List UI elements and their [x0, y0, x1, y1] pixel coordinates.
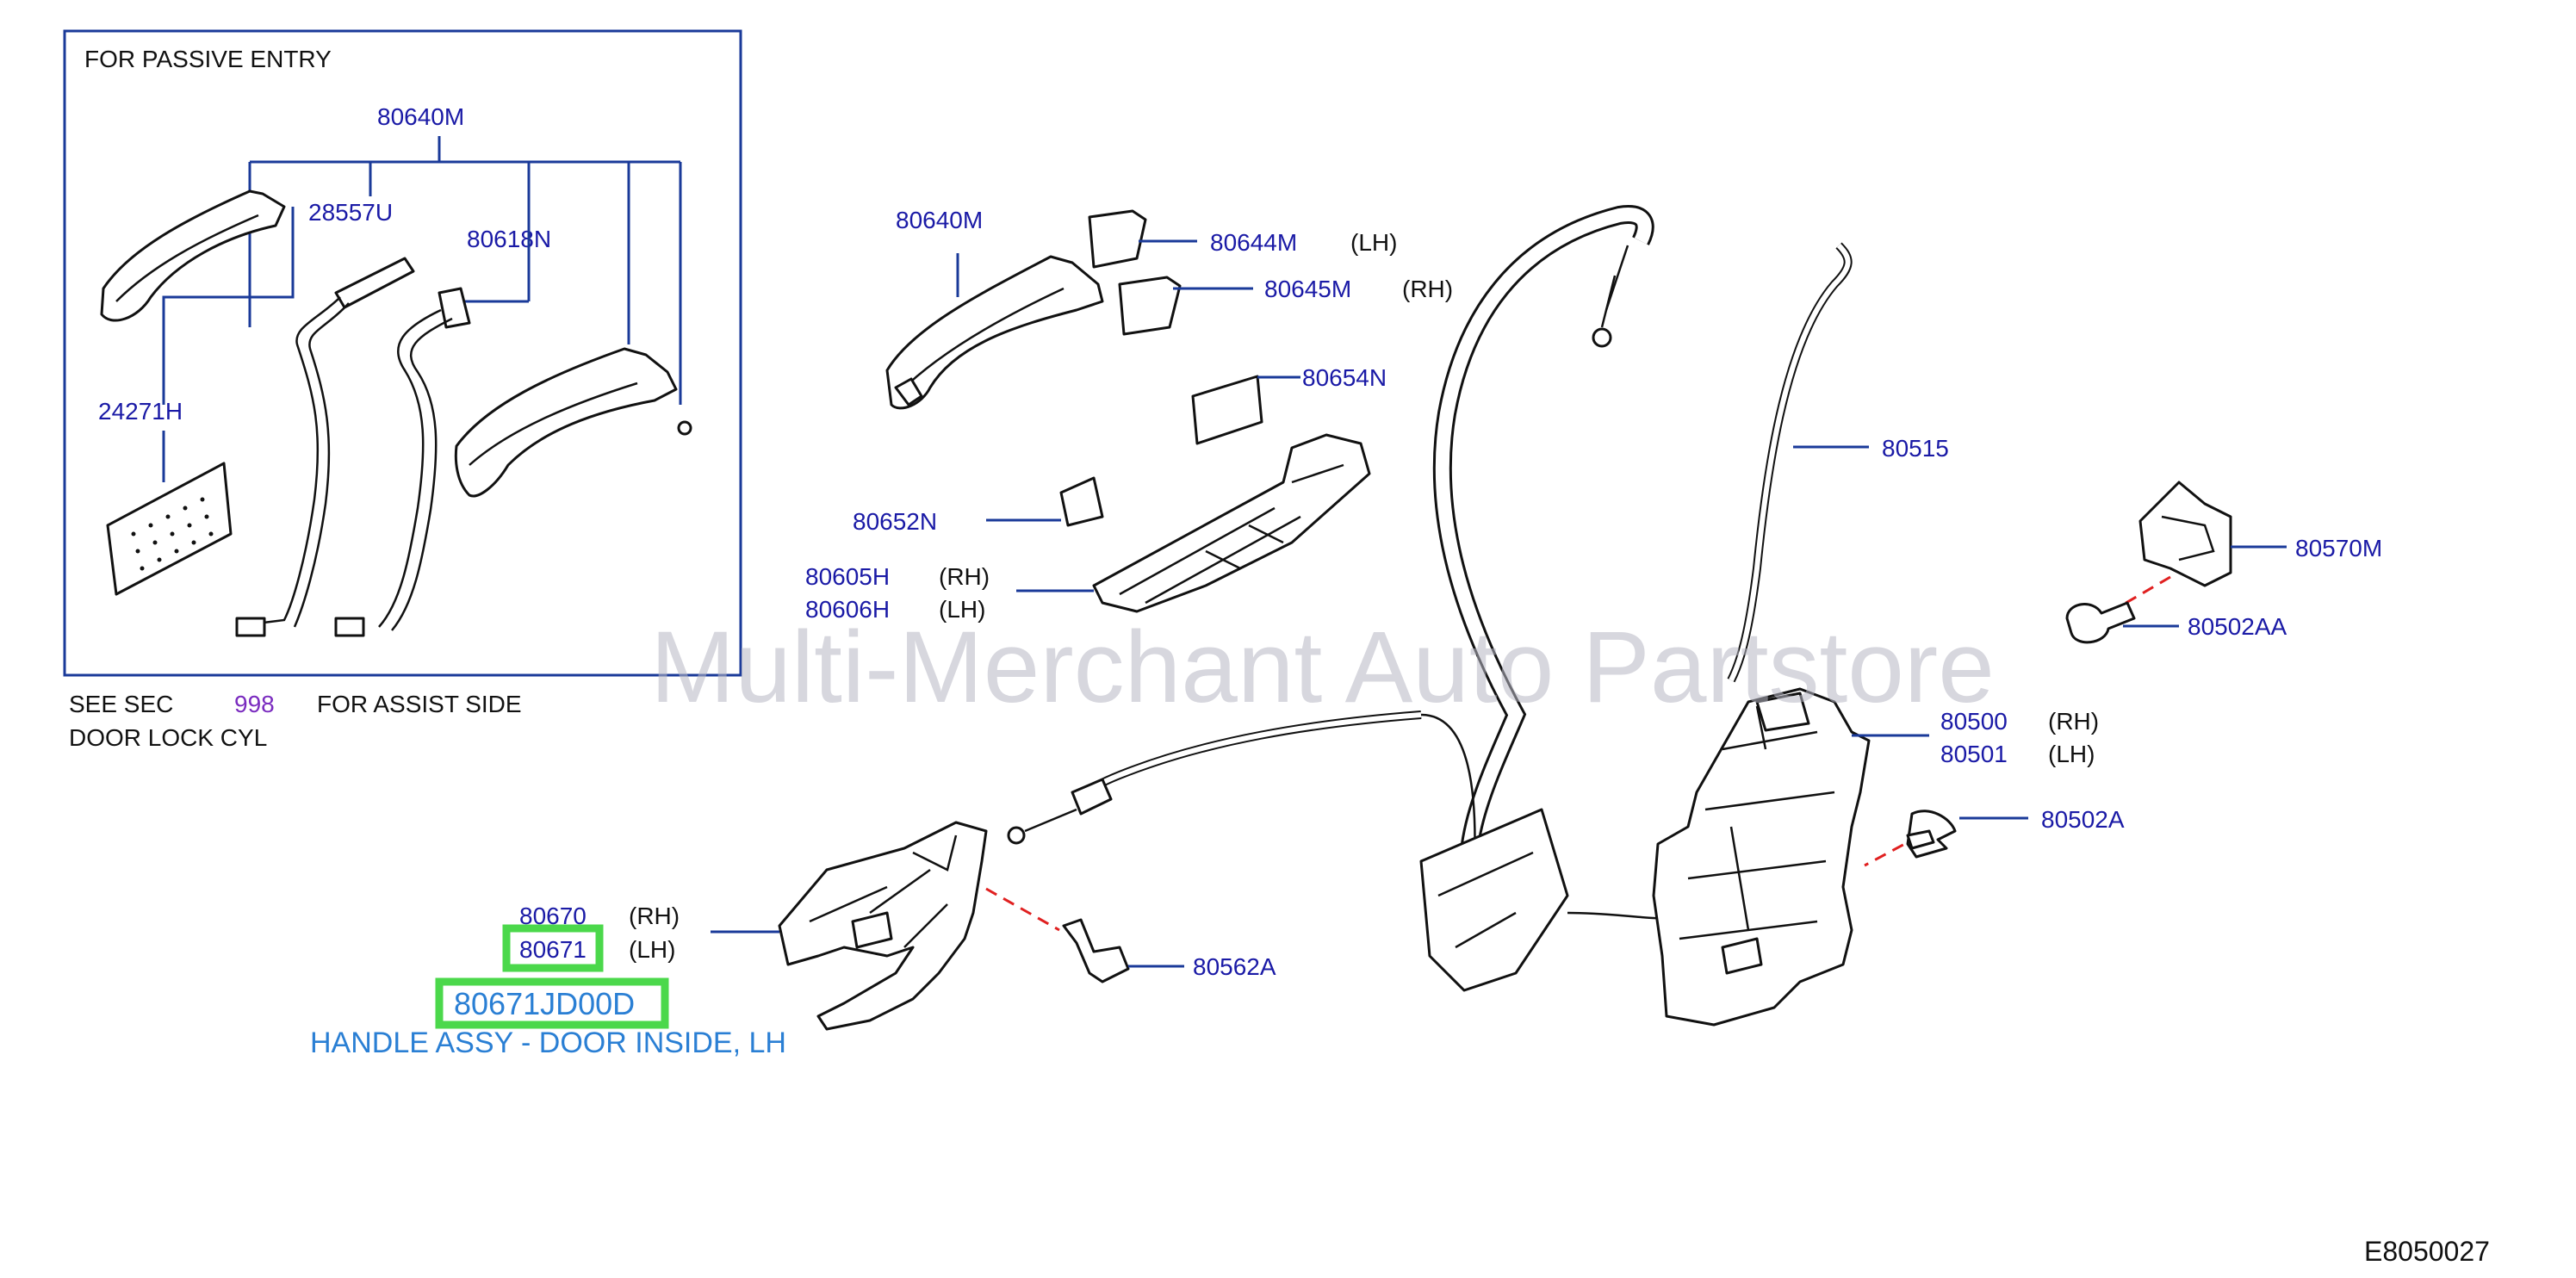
note-see-sec: SEE SEC [69, 691, 173, 717]
highlight-selected-part [435, 977, 669, 1029]
inset-label-80640m[interactable]: 80640M [377, 103, 464, 130]
striker-icon [2138, 481, 2232, 587]
side-80670: (RH) [629, 903, 680, 929]
label-80671[interactable]: 80671 [519, 936, 587, 963]
highlight-80671 [502, 924, 604, 972]
watermark-text: Multi-Merchant Auto Partstore [650, 611, 1995, 724]
inset-handle-right-icon [454, 347, 678, 498]
outside-handle-group: 80640M 80644M (LH) 80645M (RH) 80654N 80… [805, 207, 1453, 623]
inset-label-24271h[interactable]: 24271H [98, 398, 183, 425]
outer-handle-icon [885, 255, 1104, 410]
cap-lh-icon [1088, 209, 1147, 269]
inset-switch-icon [438, 287, 471, 329]
label-80652n[interactable]: 80652N [853, 508, 937, 535]
label-80502a[interactable]: 80502A [2041, 806, 2125, 833]
inset-title: FOR PASSIVE ENTRY [84, 46, 332, 72]
label-80501[interactable]: 80501 [1940, 741, 2008, 767]
side-80645m: (RH) [1402, 276, 1453, 302]
label-80606h[interactable]: 80606H [805, 596, 890, 623]
label-80640m[interactable]: 80640M [896, 207, 983, 233]
inside-bolt-icon [1062, 918, 1130, 983]
label-80645m[interactable]: 80645M [1264, 276, 1351, 302]
side-80644m: (LH) [1350, 229, 1397, 256]
diagram-code: E8050027 [2364, 1236, 2490, 1267]
side-80500: (RH) [2048, 708, 2099, 735]
note-section-link[interactable]: 998 [234, 691, 275, 717]
label-80644m[interactable]: 80644M [1210, 229, 1297, 256]
inset-antenna-icon [106, 462, 233, 596]
striker-screw-icon [2065, 601, 2136, 644]
side-80671: (LH) [629, 936, 675, 963]
inset-label-28557u[interactable]: 28557U [308, 199, 393, 226]
selected-part-number[interactable]: 80671JD00D [454, 986, 635, 1021]
note-assist-side: FOR ASSIST SIDE [317, 691, 522, 717]
side-80605h: (RH) [939, 563, 990, 590]
gasket-front-icon [1191, 375, 1263, 445]
note-door-lock-cyl: DOOR LOCK CYL [69, 724, 267, 751]
selected-part-description: HANDLE ASSY - DOOR INSIDE, LH [310, 1027, 786, 1059]
cable-and-rod: 80515 [1007, 205, 1949, 920]
label-80500[interactable]: 80500 [1940, 708, 2008, 735]
inside-handle-group: 80562A 80670 (RH) 80671 (LH) 80671JD00D … [310, 821, 1276, 1059]
inset-label-80618n[interactable]: 80618N [467, 226, 551, 252]
label-80502aa[interactable]: 80502AA [2188, 613, 2287, 640]
label-80515[interactable]: 80515 [1882, 435, 1949, 462]
label-80570m[interactable]: 80570M [2295, 535, 2382, 561]
door-lock-group: 80500 (RH) 80501 (LH) 80502A [1419, 687, 2125, 1027]
striker-group: 80570M 80502AA [2065, 481, 2382, 644]
inset-sensor-icon [334, 257, 415, 309]
see-section-note: SEE SEC 998 FOR ASSIST SIDE DOOR LOCK CY… [69, 691, 522, 751]
label-80654n[interactable]: 80654N [1302, 364, 1387, 391]
door-lock-actuator-icon [1652, 687, 1871, 1027]
side-80501: (LH) [2048, 741, 2095, 767]
cap-rh-icon [1118, 276, 1182, 336]
side-80606h: (LH) [939, 596, 985, 623]
label-80605h[interactable]: 80605H [805, 563, 890, 590]
passive-entry-inset: FOR PASSIVE ENTRY 80640M 28557U 80618N 2… [63, 29, 742, 677]
inset-leader-lines [162, 136, 682, 482]
inset-handle-icon [100, 189, 286, 322]
gasket-rear-icon [1059, 476, 1104, 527]
label-80562a[interactable]: 80562A [1193, 953, 1276, 980]
